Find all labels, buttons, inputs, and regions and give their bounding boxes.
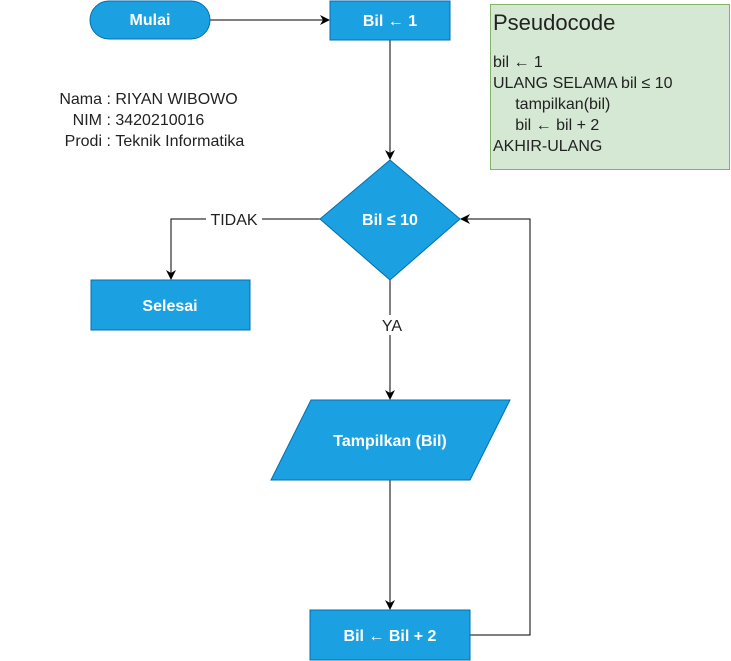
student-info: Nama : RIYAN WIBOWO NIM : 3420210016 Pro… (36, 89, 244, 152)
node-start: Mulai (89, 0, 211, 40)
node-end-label: Selesai (142, 298, 197, 315)
pseudocode-line: tampilkan(bil) (493, 96, 611, 113)
info-sep: : (102, 91, 116, 108)
node-output-label: Tampilkan (Bil) (333, 433, 447, 450)
no-label-bg (206, 209, 262, 229)
info-key-nama: Nama (59, 91, 102, 108)
node-end: Selesai (90, 279, 251, 331)
info-value-prodi: Teknik Informatika (115, 133, 245, 150)
info-row-nama: Nama : RIYAN WIBOWO (36, 89, 244, 110)
edge-label-ya: YA (382, 318, 402, 335)
edge-label-tidak: TIDAK (210, 212, 257, 229)
pseudocode-title: Pseudocode (493, 10, 616, 35)
info-row-prodi: Prodi : Teknik Informatika (36, 131, 245, 152)
edges (166, 15, 531, 636)
node-increment-label: Bil ← Bil + 2 (344, 628, 437, 645)
info-key-nim: NIM (72, 112, 102, 129)
info-value-nim: 3420210016 (115, 112, 205, 129)
pseudocode-line: ULANG SELAMA bil ≤ 10 (493, 75, 673, 92)
info-value-nama: RIYAN WIBOWO (115, 91, 238, 108)
edge-decision-no-to-end (166, 218, 320, 280)
node-init-label: Bil ← 1 (363, 13, 417, 30)
node-output: Tampilkan (Bil) (270, 399, 511, 481)
pseudocode-line: bil ← 1 (493, 54, 543, 71)
info-sep: : (102, 133, 116, 150)
edge-increment-loop-back (460, 214, 531, 636)
yes-label-bg (378, 315, 404, 335)
info-key-prodi: Prodi (64, 133, 102, 150)
pseudocode-line: AKHIR-ULANG (493, 138, 603, 155)
node-decision: Bil ≤ 10 (319, 159, 461, 281)
pseudocode-line: bil ← bil + 2 (493, 117, 600, 134)
pseudocode-box: Pseudocode bil ← 1 ULANG SELAMA bil ≤ 10… (490, 4, 730, 170)
info-row-nim: NIM : 3420210016 (36, 110, 244, 131)
node-decision-label: Bil ≤ 10 (362, 212, 418, 229)
node-increment: Bil ← Bil + 2 (309, 609, 471, 661)
info-sep: : (102, 112, 116, 129)
node-start-label: Mulai (130, 12, 171, 29)
node-init: Bil ← 1 (329, 0, 451, 41)
